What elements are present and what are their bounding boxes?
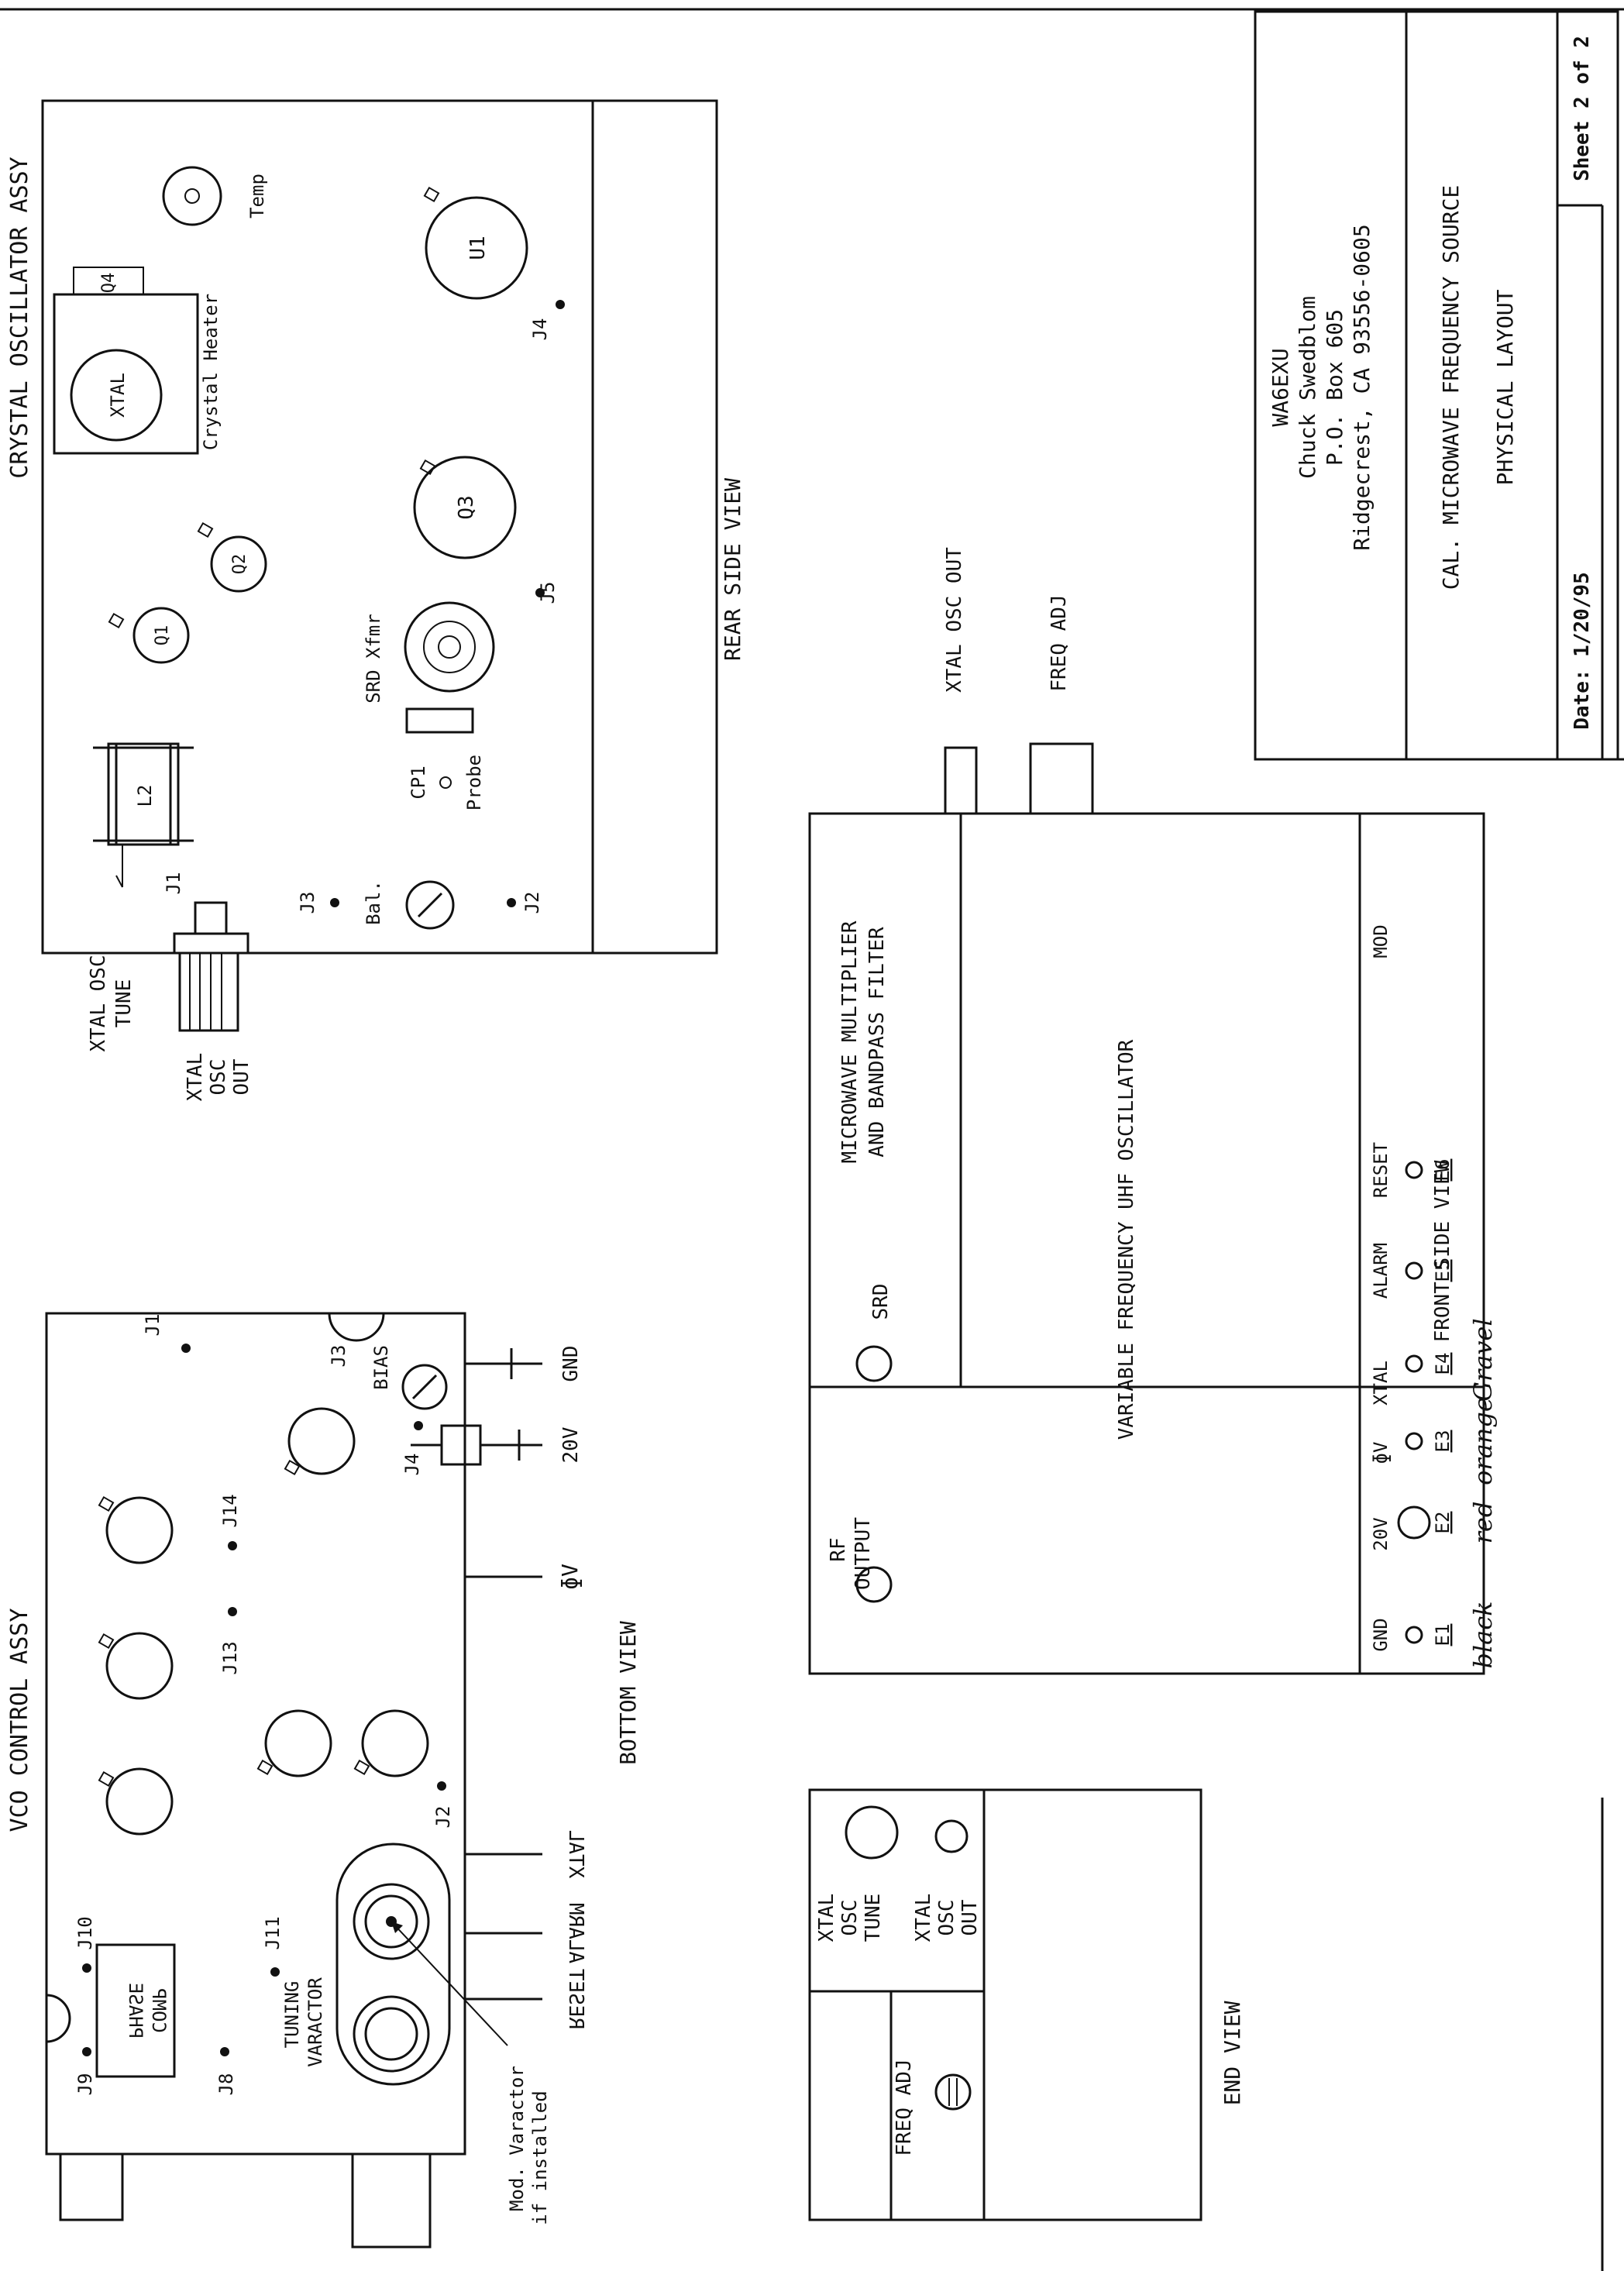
vco-j2-label: J2	[432, 1806, 454, 1829]
vco-xtal-label: XTAL	[564, 1830, 587, 1879]
xtal-j1-label: J1	[163, 872, 184, 895]
title-city: Ridgecrest, CA 93556-0605	[1349, 224, 1375, 550]
terminal-phiv-label: ɸV	[1370, 1442, 1392, 1464]
wire-black-note: black	[1468, 1601, 1498, 1668]
vco-j8-label: J8	[215, 2073, 237, 2096]
vco-control-assy: VCO CONTROL ASSY BOTTOM VIEW J1 J3 BIAS …	[6, 1312, 641, 2249]
mod-label: MOD	[1370, 924, 1392, 958]
rear-side-view-label: REAR SIDE VIEW	[720, 478, 745, 661]
phase-comp-line1: PHASE	[125, 1983, 146, 2039]
title-callsign: WA6EXU	[1268, 348, 1293, 426]
terminal-e2-label: E2	[1432, 1512, 1454, 1534]
xtal-osc-tune-line2: TUNE	[112, 979, 136, 1028]
j5-label: J5	[537, 582, 559, 604]
vfo-label: VARIABLE FREQUENCY UHF OSCILLATOR	[1115, 1039, 1138, 1440]
vco-phiv-label: ɸV	[557, 1564, 583, 1590]
title-sheet: Sheet 2 of 2	[1571, 36, 1594, 181]
vco-title: VCO CONTROL ASSY	[6, 1609, 33, 1832]
cp1-label: CP1	[408, 766, 429, 799]
xtal-j4-label: J4	[529, 318, 551, 341]
tuning-varactor-line2: VARACTOR	[304, 1977, 326, 2067]
terminal-e1-label: E1	[1432, 1624, 1454, 1646]
vco-j3-label: J3	[328, 1345, 349, 1368]
vco-j13-label: J13	[219, 1641, 241, 1674]
srd-xfmr-label: SRD Xfmr	[363, 614, 384, 704]
terminal-xtal-label: XTAL	[1370, 1361, 1392, 1406]
end-xtal-osc-out-line3: OUT	[958, 1899, 982, 1936]
vco-j1-label: J1	[142, 1314, 163, 1337]
wire-gravel-note: Gravel	[1468, 1318, 1498, 1401]
end-xtal-osc-out-line1: XTAL	[912, 1894, 935, 1942]
bottom-view-label: BOTTOM VIEW	[615, 1621, 641, 1765]
crystal-osc-title: CRYSTAL OSCILLATOR ASSY	[6, 157, 33, 478]
title-name: Chuck Swedblom	[1295, 296, 1320, 479]
phase-comp-line2: COMP	[148, 1988, 170, 2033]
end-xtal-osc-tune-line3: TUNE	[862, 1894, 885, 1942]
crystal-heater-label: Crystal Heater	[200, 294, 222, 450]
title-drawing: PHYSICAL LAYOUT	[1492, 289, 1518, 485]
title-address: P.O. Box 605	[1322, 309, 1347, 466]
mod-varactor-line1: Mod. Varactor	[506, 2066, 528, 2211]
probe-label: Probe	[463, 755, 485, 810]
crystal-oscillator-assy: CRYSTAL OSCILLATOR ASSY REAR SIDE VIEW Q…	[6, 99, 745, 1102]
wire-red-note: red	[1468, 1502, 1498, 1544]
xtal-osc-out-line2: OSC	[207, 1059, 230, 1096]
q2-label: Q2	[230, 554, 249, 575]
xtal-j2-label: J2	[521, 892, 543, 914]
terminal-e3-label: E3	[1432, 1430, 1454, 1453]
multiplier-line2: AND BANDPASS FILTER	[865, 927, 889, 1158]
vco-j9-label: J9	[74, 2073, 96, 2096]
terminal-gnd-label: GND	[1370, 1618, 1392, 1651]
terminal-e4-label: E4	[1432, 1353, 1454, 1375]
front-side-view-label: FRONT SIDE VIEW	[1431, 1160, 1454, 1342]
end-view-label: END VIEW	[1220, 2001, 1245, 2105]
q4-label: Q4	[99, 273, 119, 294]
bal-label: Bal.	[363, 880, 384, 925]
xtal-label: XTAL	[107, 373, 129, 418]
vco-gnd-label: GND	[559, 1346, 583, 1382]
front-side-view: XTAL OSC OUT FREQ ADJ MICROWAVE MULTIPLI…	[808, 547, 1498, 1675]
l2-label: L2	[134, 785, 156, 807]
tuning-varactor-line1: TUNING	[281, 1981, 303, 2049]
xtal-osc-out-line3: OUT	[230, 1058, 253, 1095]
sheet-border	[0, 8, 1624, 2271]
vco-j14-label: J14	[219, 1494, 241, 1527]
srd-label: SRD	[869, 1284, 893, 1320]
end-xtal-osc-tune-line2: OSC	[838, 1900, 862, 1936]
vco-alarm-label: ALARM	[564, 1903, 587, 1963]
vco-j4-label: J4	[401, 1454, 423, 1476]
end-view: XTAL OSC TUNE XTAL OSC OUT FREQ ADJ END …	[808, 1788, 1245, 2221]
title-project: CAL. MICROWAVE FREQUENCY SOURCE	[1438, 185, 1464, 590]
terminal-20v-label: 20V	[1370, 1517, 1392, 1550]
xtal-j3-label: J3	[297, 892, 318, 914]
q1-label: Q1	[153, 625, 172, 646]
rf-output-line1: RF	[827, 1537, 850, 1561]
xtal-osc-tune-line1: XTAL OSC	[87, 955, 110, 1051]
vco-reset-label: RESET	[564, 1969, 587, 2030]
xtal-osc-out-line1: XTAL	[184, 1053, 207, 1102]
terminal-reset-label: RESET	[1370, 1142, 1392, 1198]
u1-label: U1	[466, 236, 490, 260]
bias-label: BIAS	[370, 1345, 392, 1390]
terminal-e6-label: E6	[1432, 1159, 1454, 1182]
end-xtal-osc-tune-line1: XTAL	[815, 1894, 838, 1942]
title-date: Date: 1/20/95	[1571, 572, 1594, 730]
terminal-alarm-label: ALARM	[1370, 1243, 1392, 1299]
wire-orange-note: orange	[1468, 1397, 1498, 1485]
end-xtal-osc-out-line2: OSC	[935, 1900, 958, 1936]
terminal-e5-label: E5	[1432, 1260, 1454, 1282]
vco-j11-label: J11	[262, 1916, 284, 1949]
end-freq-adj-label: FREQ ADJ	[893, 2059, 916, 2156]
q3-label: Q3	[455, 495, 478, 519]
multiplier-line1: MICROWAVE MULTIPLIER	[838, 920, 862, 1163]
mod-varactor-line2: if installed	[529, 2090, 551, 2225]
rf-output-line2: OUTPUT	[852, 1517, 875, 1590]
vco-j10-label: J10	[74, 1916, 96, 1949]
freq-adj-label: FREQ ADJ	[1048, 594, 1071, 691]
vco-20v-label: 20V	[559, 1427, 583, 1464]
xtal-osc-out-label: XTAL OSC OUT	[943, 547, 966, 693]
temp-label: Temp	[246, 174, 268, 218]
title-block: WA6EXU Chuck Swedblom P.O. Box 605 Ridge…	[1254, 10, 1619, 761]
